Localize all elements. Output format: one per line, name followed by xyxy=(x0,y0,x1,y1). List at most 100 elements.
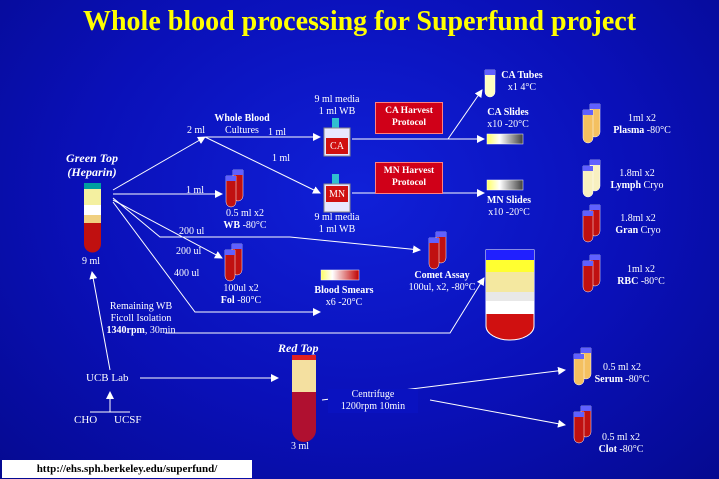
blood-smears-label: Blood Smears x6 -20°C xyxy=(306,285,382,309)
wb-aliquot-name: WB xyxy=(223,220,241,231)
ca-media-line1: 9 ml media xyxy=(314,94,360,105)
gran-temp: Cryo xyxy=(638,225,661,236)
green-top-label: Green Top (Heparin) xyxy=(56,151,128,179)
ca-harvest-protocol-box: CA Harvest Protocol xyxy=(375,102,443,134)
green-top-volume: 9 ml xyxy=(82,256,101,267)
centrifuge-line1: Centrifuge xyxy=(351,389,395,400)
green-top-sub: (Heparin) xyxy=(67,165,117,179)
clot-tubes xyxy=(573,405,592,444)
label-1ml-ca: 1 ml xyxy=(268,127,287,138)
red-top-volume: 3 ml xyxy=(291,441,310,452)
ca-harvest-line1: CA Harvest xyxy=(385,106,433,116)
wb-aliquot-tubes xyxy=(225,169,244,208)
ca-media-label: 9 ml media 1 ml WB xyxy=(302,94,372,118)
ficoll-line1: Remaining WB xyxy=(109,301,173,312)
wb-aliquot-label: 0.5 ml x2 WB -80°C xyxy=(212,208,278,232)
serum-label: 0.5 ml x2 Serum -80°C xyxy=(587,362,657,386)
mn-media-line1: 9 ml media xyxy=(314,212,360,223)
comet-assay-name: Comet Assay xyxy=(414,270,470,281)
wb-aliquot-line1: 0.5 ml x2 xyxy=(225,208,265,219)
ca-tubes-label: CA Tubes x1 4°C xyxy=(494,70,550,94)
mn-slides-label: MN Slides x10 -20°C xyxy=(478,195,540,219)
project-url-link[interactable]: http://ehs.sph.berkeley.edu/superfund/ xyxy=(2,460,252,478)
ca-flask-label: CA xyxy=(330,141,344,152)
lymph-label: 1.8ml x2 Lymph Cryo xyxy=(604,168,670,192)
fol-aliquot-name: Fol xyxy=(220,295,235,306)
ca-tube-single xyxy=(484,69,496,98)
label-200ul-fol: 200 ul xyxy=(176,246,202,257)
centrifuge-label: Centrifuge 1200rpm 10min xyxy=(328,389,418,413)
serum-line1: 0.5 ml x2 xyxy=(602,362,642,373)
ca-culture-flask xyxy=(323,118,351,157)
mn-media-line2: 1 ml WB xyxy=(318,224,356,235)
arrow-red-to-clot xyxy=(429,399,566,428)
blood-smears-line2: x6 -20°C xyxy=(325,297,363,308)
arrow-ca-to-tubes xyxy=(447,89,483,140)
arrow-green-to-wbc xyxy=(112,136,206,191)
gran-label: 1.8ml x2 Gran Cryo xyxy=(606,213,670,237)
comet-assay-tubes xyxy=(428,231,447,270)
plasma-label: 1ml x2 Plasma -80°C xyxy=(604,113,680,137)
arrow-green-to-fol xyxy=(112,199,223,259)
ficoll-separation-tube xyxy=(485,249,535,341)
mn-media-label: 9 ml media 1 ml WB xyxy=(302,212,372,236)
ficoll-label: Remaining WB Ficoll Isolation 1340rpm, 3… xyxy=(96,301,186,337)
whole-blood-cultures-label: Whole Blood Cultures xyxy=(205,113,279,137)
fol-aliquot-tubes xyxy=(224,243,243,282)
mn-slides-line2: x10 -20°C xyxy=(488,207,530,218)
clot-name: Clot xyxy=(598,444,617,455)
green-top-name: Green Top xyxy=(66,151,118,165)
ucsf-label: UCSF xyxy=(114,414,142,426)
gran-line1: 1.8ml x2 xyxy=(620,213,656,224)
green-top-tube xyxy=(84,183,101,253)
label-200ul-comet: 200 ul xyxy=(179,226,205,237)
ficoll-time: , 30min xyxy=(144,325,176,336)
rbc-label: 1ml x2 RBC -80°C xyxy=(606,264,676,288)
ucb-lab-label: UCB Lab xyxy=(86,372,129,384)
ficoll-line2: Ficoll Isolation xyxy=(110,313,172,324)
plasma-line1: 1ml x2 xyxy=(627,113,657,124)
page-title: Whole blood processing for Superfund pro… xyxy=(82,6,637,37)
ca-media-line2: 1 ml WB xyxy=(318,106,356,117)
wbc-line2: Cultures xyxy=(225,125,259,136)
arrow-ucb-to-green xyxy=(89,271,111,371)
serum-temp: -80°C xyxy=(622,374,650,385)
clot-line1: 0.5 ml x2 xyxy=(601,432,641,443)
blood-smears-name: Blood Smears xyxy=(314,285,374,296)
label-2ml: 2 ml xyxy=(187,125,206,136)
mn-slides-line1: MN Slides xyxy=(486,195,532,206)
gran-tubes xyxy=(582,204,601,243)
wb-aliquot-temp: -80°C xyxy=(240,220,267,231)
gran-name: Gran xyxy=(615,225,639,236)
comet-assay-line2: 100ul, x2, -80°C xyxy=(408,282,476,293)
ca-tubes-line2: x1 4°C xyxy=(507,82,537,93)
mn-harvest-protocol-box: MN Harvest Protocol xyxy=(375,162,443,194)
serum-name: Serum xyxy=(594,374,623,385)
fol-aliquot-temp: -80°C xyxy=(234,295,262,306)
fol-aliquot-line1: 100ul x2 xyxy=(223,283,259,294)
rbc-line1: 1ml x2 xyxy=(626,264,656,275)
mn-slide xyxy=(486,179,524,191)
red-top-name: Red Top xyxy=(278,341,319,355)
rbc-name: RBC xyxy=(617,276,639,287)
lymph-name: Lymph xyxy=(610,180,642,191)
arrow-wbc-to-mn xyxy=(204,136,321,194)
ca-tubes-line1: CA Tubes xyxy=(501,70,543,81)
plasma-tubes xyxy=(582,103,601,144)
ca-slides-label: CA Slides x10 -20°C xyxy=(478,107,538,131)
label-400ul: 400 ul xyxy=(174,268,200,279)
centrifuge-line2: 1200rpm 10min xyxy=(340,401,406,412)
ca-slides-line1: CA Slides xyxy=(487,107,529,118)
fol-aliquot-label: 100ul x2 Fol -80°C xyxy=(208,283,274,307)
plasma-temp: -80°C xyxy=(644,125,671,136)
lymph-temp: Cryo xyxy=(641,180,664,191)
comet-assay-label: Comet Assay 100ul, x2, -80°C xyxy=(400,270,484,294)
mn-flask-label: MN xyxy=(328,189,346,200)
rbc-tubes xyxy=(582,254,601,293)
ficoll-speed: 1340rpm xyxy=(106,325,145,336)
arrow-green-to-smear xyxy=(112,201,321,316)
clot-temp: -80°C xyxy=(616,444,644,455)
mn-culture-flask xyxy=(323,174,351,213)
ca-slides-line2: x10 -20°C xyxy=(487,119,529,130)
plasma-name: Plasma xyxy=(613,125,645,136)
